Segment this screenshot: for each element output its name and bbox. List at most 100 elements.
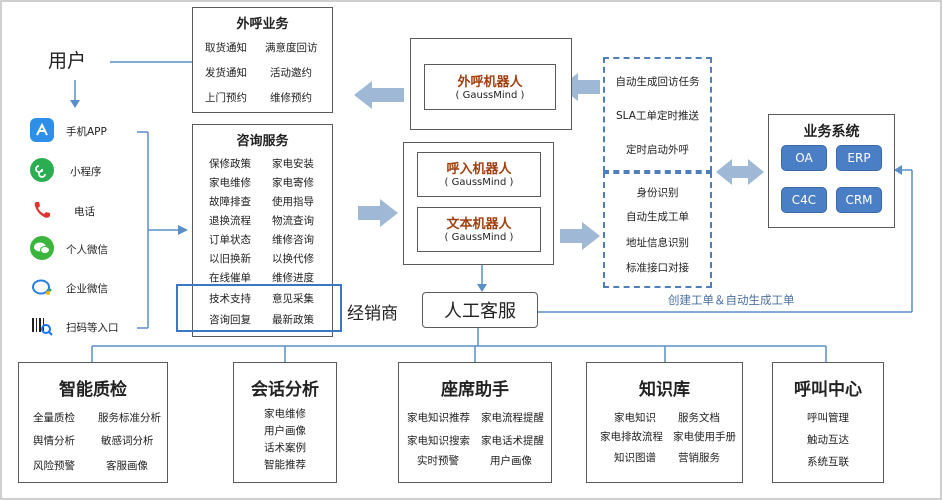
task-item: 自动生成回访任务 [615,76,700,88]
consulting-item: 订单状态 [209,234,251,246]
task-item: SLA工单定时推送 [616,110,699,122]
outbound-item: 满意度回访 [265,42,318,54]
phone-icon [30,198,54,222]
module-item: 家电知识推荐 [407,412,470,424]
system-oa[interactable]: OA [781,145,827,171]
mini-program-icon [30,158,54,182]
consulting-item: 退换流程 [209,215,251,227]
create-ticket-note: 创建工单＆自动生成工单 [668,293,795,307]
module-item: 风险预警 [33,460,75,472]
inbound-robots-outer: 呼入机器人 ( GaussMind ) 文本机器人 ( GaussMind ) [403,142,554,265]
module-item: 家电话术提醒 [481,435,544,447]
module-item: 系统互联 [807,456,849,468]
outbound-item: 发货通知 [205,67,247,79]
block-arrow-left-1 [354,81,404,109]
channel-label-mini-program[interactable]: 小程序 [70,166,102,178]
consulting-item: 使用指导 [272,196,314,208]
module-item: 实时预警 [417,455,459,467]
barcode-scan-icon [30,314,54,338]
module-title: 会话分析 [251,380,319,400]
channel-label-phone[interactable]: 电话 [74,206,95,218]
consulting-item: 物流查询 [272,215,314,227]
channel-arrowhead [178,225,188,235]
module-item: 家电知识搜索 [407,435,470,447]
module-item: 全量质检 [33,412,75,424]
task-item: 身份识别 [636,187,679,199]
outbound-business-box: 外呼业务 取货通知 满意度回访 发货通知 活动邀约 上门预约 维修预约 [192,7,333,113]
agent-arrowhead [477,284,487,292]
human-agent-box[interactable]: 人工客服 [422,292,538,328]
module-item: 用户画像 [490,455,532,467]
ticket-arrowhead [894,165,902,175]
system-erp[interactable]: ERP [836,145,882,171]
module-title: 座席助手 [441,380,509,400]
tasks-bottom-box [603,172,712,288]
consulting-item: 在线催单 [209,272,251,284]
channel-label-wechat[interactable]: 个人微信 [66,244,108,256]
text-robot-box[interactable]: 文本机器人 ( GaussMind ) [417,207,541,252]
module-item: 家电使用手册 [673,431,736,443]
module-call-center[interactable]: 呼叫中心 呼叫管理 触动互达 系统互联 [772,362,884,483]
consulting-item: 保修政策 [209,158,251,170]
module-title: 呼叫中心 [794,380,862,400]
module-agent-assistant[interactable]: 座席助手 家电知识推荐 家电流程提醒 家电知识搜索 家电话术提醒 实时预警 用户… [398,362,552,483]
inbound-robot-box[interactable]: 呼入机器人 ( GaussMind ) [417,152,541,197]
module-item: 家电排故流程 [600,431,663,443]
system-c4c[interactable]: C4C [781,187,827,213]
consulting-item: 最新政策 [272,314,314,326]
module-item: 服务文档 [678,412,720,424]
channel-label-enterprise-wechat[interactable]: 企业微信 [66,283,108,295]
channel-label-app[interactable]: 手机APP [66,126,107,138]
module-item: 敏感词分析 [101,435,154,447]
consulting-item: 咨询回复 [209,314,251,326]
enterprise-wechat-icon [30,275,54,299]
module-item: 家电知识 [614,412,656,424]
block-arrow-right-2 [560,222,600,250]
consulting-item: 意见采集 [272,293,314,305]
dealer-highlight-box [176,284,342,332]
app-store-icon [30,118,54,142]
outbound-item: 取货通知 [205,42,247,54]
module-item: 呼叫管理 [807,412,849,424]
human-agent-label: 人工客服 [444,301,516,322]
user-down-arrowhead [70,100,80,108]
outbound-robot-name: 外呼机器人 [457,75,523,90]
channel-label-scan[interactable]: 扫码等入口 [66,322,119,334]
business-system-title: 业务系统 [803,124,860,140]
outbound-item: 活动邀约 [270,67,312,79]
module-knowledge-base[interactable]: 知识库 家电知识 服务文档 家电排故流程 家电使用手册 知识图谱 营销服务 [586,362,743,483]
consulting-item: 以旧换新 [209,253,251,265]
module-item: 智能推荐 [264,459,306,471]
consulting-item: 技术支持 [209,293,251,305]
task-item: 自动生成工单 [626,211,689,223]
user-title: 用户 [48,50,87,72]
outbound-robot-outer: 外呼机器人 ( GaussMind ) [410,38,572,130]
outbound-robot-sub: ( GaussMind ) [455,90,525,101]
consulting-service-box: 咨询服务 [192,124,333,337]
task-item: 标准接口对接 [626,262,689,274]
consulting-item: 家电维修 [209,177,251,189]
wechat-icon [30,236,54,260]
consulting-item: 家电安装 [272,158,314,170]
task-item: 地址信息识别 [626,237,689,249]
text-robot-name: 文本机器人 [446,217,512,232]
consulting-item: 维修咨询 [272,234,314,246]
consulting-item: 家电寄修 [272,177,314,189]
dealer-label: 经销商 [347,304,398,324]
module-item: 服务标准分析 [98,412,161,424]
module-item: 舆情分析 [33,435,75,447]
system-crm[interactable]: CRM [836,187,882,213]
outbound-robot-box[interactable]: 外呼机器人 ( GaussMind ) [424,64,556,110]
module-item: 用户画像 [264,425,306,437]
module-item: 话术案例 [264,442,306,454]
module-title: 知识库 [639,380,690,400]
block-arrow-bidirectional [716,159,764,185]
consulting-item: 以换代修 [272,253,314,265]
module-item: 客服画像 [106,460,148,472]
module-title: 智能质检 [59,380,127,400]
inbound-robot-sub: ( GaussMind ) [444,177,514,188]
module-quality-inspection[interactable]: 智能质检 全量质检 服务标准分析 舆情分析 敏感词分析 风险预警 客服画像 [18,362,168,483]
module-session-analysis[interactable]: 会话分析 家电维修 用户画像 话术案例 智能推荐 [233,362,337,483]
